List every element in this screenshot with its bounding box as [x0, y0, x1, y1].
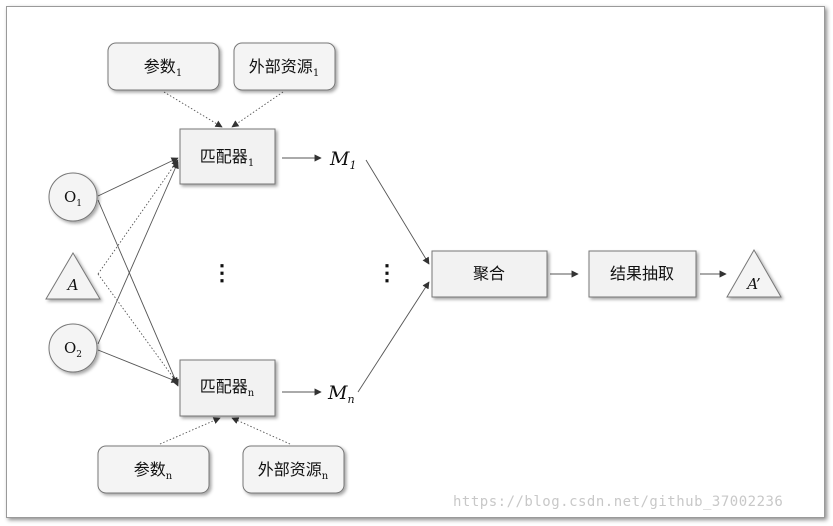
ext-res-n-node: 外部资源n — [242, 445, 345, 494]
o1-label: O — [64, 188, 76, 206]
o1-node: O1 — [48, 172, 98, 222]
ext-res-1-label: 外部资源 — [249, 57, 313, 76]
edge-param1-matcher1 — [163, 91, 223, 128]
svg-text:参数n: 参数n — [134, 460, 173, 482]
edge-paramn-matchern — [159, 417, 221, 445]
ext-res-1-node: 外部资源1 — [233, 42, 336, 91]
svg-text:外部资源n: 外部资源n — [258, 460, 329, 482]
svg-text:参数1: 参数1 — [144, 57, 182, 79]
matcher-1-node: 匹配器1 — [179, 128, 276, 185]
aggregate-node: 聚合 — [431, 250, 548, 298]
o2-label: O — [64, 339, 76, 357]
a-input-node: A — [45, 252, 101, 300]
matcher-n-label: 匹配器 — [200, 377, 248, 396]
connectors — [97, 91, 727, 445]
edge-a-matchern — [97, 273, 179, 385]
svg-text:O1: O1 — [64, 188, 82, 209]
matcher-1-label: 匹配器 — [200, 147, 248, 166]
svg-text:匹配器1: 匹配器1 — [200, 147, 254, 169]
edge-o1-matchern — [97, 199, 179, 387]
output-mn: Mn — [327, 382, 355, 406]
aggregate-label: 聚合 — [473, 264, 505, 283]
svg-text:外部资源1: 外部资源1 — [249, 57, 319, 79]
vdots-left: ⋮ — [211, 260, 233, 286]
a-input-label: A — [66, 276, 79, 294]
ext-res-n-label: 外部资源 — [258, 460, 322, 479]
result-extract-node: 结果抽取 — [588, 250, 697, 298]
edge-o2-matcher1 — [97, 161, 179, 345]
param-n-label: 参数 — [134, 460, 166, 479]
a-output-node: A’ — [726, 248, 782, 298]
o2-node: O2 — [48, 323, 98, 373]
watermark-text: https://blog.csdn.net/github_37002236 — [453, 494, 784, 510]
param-1-node: 参数1 — [107, 42, 220, 91]
edge-a-matcher1 — [97, 159, 179, 275]
svg-text:匹配器n: 匹配器n — [200, 377, 255, 399]
edge-ext1-matcher1 — [231, 91, 284, 128]
vdots-mid: ⋮ — [376, 260, 398, 286]
output-m1: M1 — [329, 148, 356, 172]
edge-mn-aggregate — [357, 281, 430, 393]
edge-extn-matchern — [231, 417, 291, 445]
edge-m1-aggregate — [365, 159, 430, 265]
edge-o2-matchern — [97, 349, 179, 383]
matcher-n-node: 匹配器n — [179, 359, 276, 417]
param-n-node: 参数n — [97, 445, 210, 494]
result-extract-label: 结果抽取 — [610, 264, 674, 283]
a-output-label: A’ — [745, 275, 760, 293]
param-1-label: 参数 — [144, 57, 176, 76]
edge-o1-matcher1 — [97, 157, 179, 197]
svg-text:O2: O2 — [64, 339, 82, 360]
